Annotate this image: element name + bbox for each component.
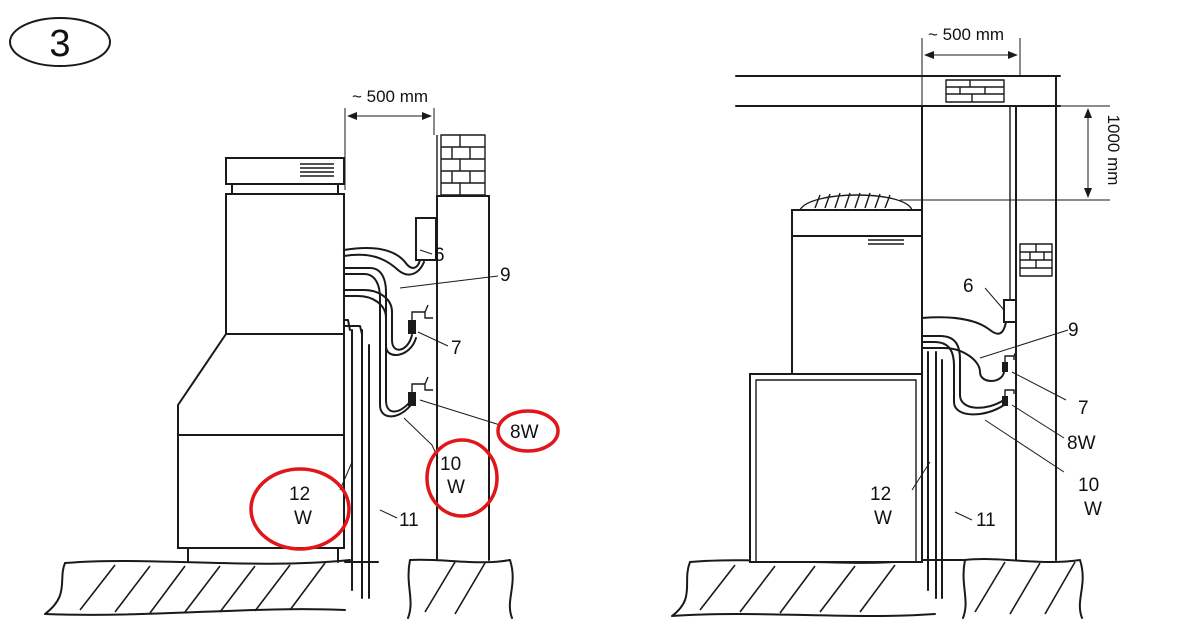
ice-machine-left: [177, 157, 345, 563]
label-6-right: 6: [963, 276, 974, 297]
highlight-10w: [425, 438, 499, 518]
step-number: 3: [49, 23, 70, 65]
label-7-left: 7: [451, 338, 462, 359]
label-8w-left: 8W: [510, 422, 539, 443]
floor-right: [671, 558, 1084, 619]
label-12w-right: W: [874, 508, 892, 529]
dimension-500mm-left: ~ 500 mm: [344, 87, 435, 190]
plumbing-right: [911, 287, 1069, 599]
label-6-left: 6: [434, 245, 445, 266]
label-12-right: 12: [870, 484, 891, 505]
label-12w-left: W: [294, 508, 312, 529]
label-10-left: 10: [440, 454, 461, 475]
label-10-right: 10: [1078, 475, 1099, 496]
dimension-1000mm: 1000 mm: [900, 105, 1123, 201]
label-12-left: 12: [289, 484, 310, 505]
label-11-left: 11: [399, 510, 419, 531]
highlight-circles: [249, 409, 560, 551]
dimension-label-left: ~ 500 mm: [352, 87, 428, 106]
label-10w-right: W: [1084, 499, 1102, 520]
label-10w-left: W: [447, 477, 465, 498]
label-7-right: 7: [1078, 398, 1089, 419]
left-installation-view: ~ 500 mm: [44, 87, 560, 619]
plumbing-left: [339, 217, 501, 599]
label-9-left: 9: [500, 265, 511, 286]
ice-machine-right: [749, 192, 923, 563]
dimension-500mm-right: ~ 500 mm: [921, 25, 1021, 106]
label-11-right: 11: [976, 510, 996, 531]
highlight-12w: [249, 467, 351, 551]
part-labels-right: 6 9 7 8W 10 W 11 12 W: [870, 276, 1102, 531]
label-9-right: 9: [1068, 320, 1079, 341]
floor-left: [44, 558, 514, 619]
dimension-label-height: 1000 mm: [1104, 115, 1123, 186]
right-installation-view: ~ 500 mm 1000 mm: [671, 25, 1123, 619]
highlight-8w: [496, 409, 560, 453]
label-8w-right: 8W: [1067, 433, 1096, 454]
part-labels-left: 6 9 7 8W 10 W 11 12 W: [289, 245, 539, 531]
dimension-label-right: ~ 500 mm: [928, 25, 1004, 44]
step-number-badge: 3: [9, 17, 111, 67]
